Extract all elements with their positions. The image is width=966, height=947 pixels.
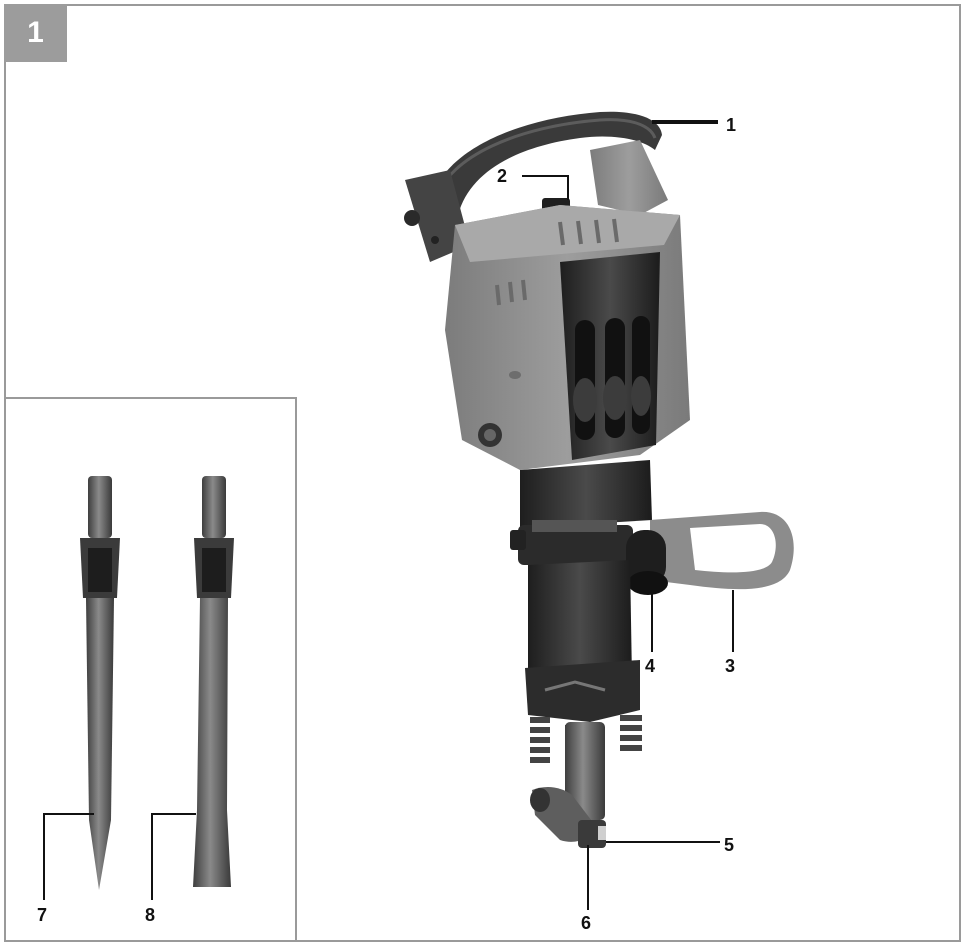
hammer-body xyxy=(525,560,640,722)
figure-frame xyxy=(4,4,961,942)
cooling-cavity xyxy=(560,252,660,460)
accessories-inset xyxy=(6,397,297,942)
callout-labels: 1 2 3 4 5 6 7 8 xyxy=(37,115,736,933)
demolition-hammer-icon xyxy=(404,111,794,848)
callout-3: 3 xyxy=(725,656,735,676)
callout-5: 5 xyxy=(724,835,734,855)
side-handle xyxy=(626,511,794,595)
figure-number-tab: 1 xyxy=(4,4,67,62)
callout-6: 6 xyxy=(581,913,591,933)
pointed-chisel-icon xyxy=(80,476,120,890)
callout-1: 1 xyxy=(726,115,736,135)
leader-lines xyxy=(43,120,734,910)
callout-2: 2 xyxy=(497,166,507,186)
callout-7: 7 xyxy=(37,905,47,925)
tool-holder xyxy=(530,722,606,848)
flat-chisel-icon xyxy=(193,476,234,887)
figure-number: 1 xyxy=(27,16,44,49)
callout-8: 8 xyxy=(145,905,155,925)
callout-4: 4 xyxy=(645,656,655,676)
